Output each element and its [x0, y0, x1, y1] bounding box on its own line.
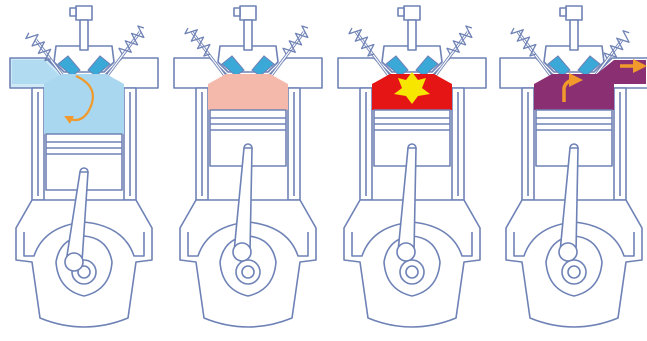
crankshaft-hub	[567, 265, 581, 279]
combustion-chamber	[208, 74, 288, 110]
spark-plug-body	[407, 19, 417, 51]
exhaust-valve-seat	[577, 55, 601, 77]
crankshaft-hub	[241, 265, 255, 279]
intake-valve-seat	[221, 55, 245, 77]
intake-valve-seat	[547, 55, 571, 77]
spark-plug-cap	[239, 5, 257, 21]
intake-charge	[12, 60, 64, 84]
crank-pin	[232, 242, 252, 262]
crankshaft	[399, 259, 425, 285]
combustion-chamber	[534, 74, 614, 110]
exhaust-flow-arrow	[562, 73, 583, 102]
spark-plug-cap	[565, 5, 583, 21]
spark-plug-body	[243, 19, 253, 51]
spark-plug-cap	[75, 5, 93, 21]
crankshaft-hub	[405, 265, 419, 279]
crankshaft-hub	[77, 265, 91, 279]
spark-plug-terminal	[559, 7, 567, 17]
exhaust-valve-seat	[251, 55, 275, 77]
crank-pin	[64, 252, 84, 272]
crankshaft	[561, 259, 587, 285]
intake-valve-seat	[385, 55, 409, 77]
spark-plug-body	[79, 19, 89, 51]
spark-plug-terminal	[233, 7, 241, 17]
crankshaft	[235, 259, 261, 285]
engine-intake	[9, 5, 159, 328]
spark-plug-terminal	[69, 7, 77, 17]
combustion-chamber	[44, 74, 124, 134]
exhaust-valve-seat	[87, 55, 111, 77]
engine-compression	[173, 5, 323, 328]
spark-plug-terminal	[397, 7, 405, 17]
exhaust-valve-seat	[415, 55, 439, 77]
spark-plug-body	[569, 19, 579, 51]
spark-plug-cap	[403, 5, 421, 21]
engine-exhaust	[499, 5, 647, 328]
intake-valve-seat	[57, 55, 81, 77]
swirl-arrow	[64, 75, 94, 124]
engine-power	[337, 5, 487, 328]
crank-pin	[558, 242, 578, 262]
crank-pin	[396, 242, 416, 262]
